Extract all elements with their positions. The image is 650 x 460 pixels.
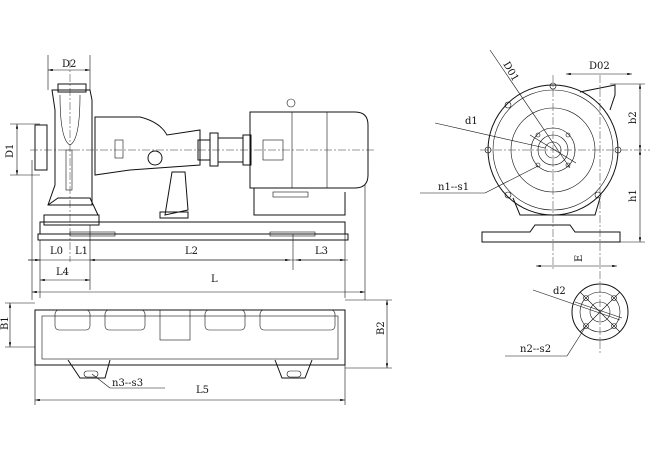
dim-label-B1: B1 [0, 316, 11, 330]
dim-label-D1: D1 [5, 144, 16, 158]
motor [249, 98, 369, 216]
label-n3-s3: n3--s3 [112, 378, 143, 389]
dim-label-b2: b2 [628, 111, 639, 124]
dim-label-L5: L5 [196, 385, 209, 396]
dim-label-d2: d2 [553, 286, 566, 297]
dim-label-L1: L1 [75, 246, 88, 257]
side-view: D2 D1 L0 L1 L2 L3 L4 L [5, 55, 375, 300]
dim-label-h1: h1 [628, 189, 639, 202]
plan-view: B1 B2 L5 n3--s3 [0, 299, 392, 405]
dim-label-d1: d1 [465, 116, 478, 127]
dim-label-L: L [211, 274, 218, 285]
end-view: D01 D02 d1 n1--s1 b2 h1 E [420, 49, 650, 355]
outlet-flange-view: d2 n2--s2 [505, 283, 629, 357]
dim-label-D02: D02 [589, 61, 610, 72]
dim-label-L2: L2 [185, 246, 198, 257]
bearing-frame [94, 116, 201, 219]
base-frame [37, 221, 349, 241]
dim-label-D01: D01 [500, 60, 520, 83]
dim-label-L4: L4 [56, 267, 69, 278]
dim-label-L0: L0 [50, 246, 63, 257]
dim-label-E: E [574, 255, 585, 262]
coupling [197, 132, 252, 167]
label-n2-s2: n2--s2 [520, 344, 551, 355]
label-n1-s1: n1--s1 [438, 182, 469, 193]
pump-casing [34, 83, 100, 226]
dim-label-L3: L3 [315, 246, 328, 257]
dim-label-B2: B2 [376, 321, 387, 335]
dim-label-D2: D2 [62, 59, 76, 70]
